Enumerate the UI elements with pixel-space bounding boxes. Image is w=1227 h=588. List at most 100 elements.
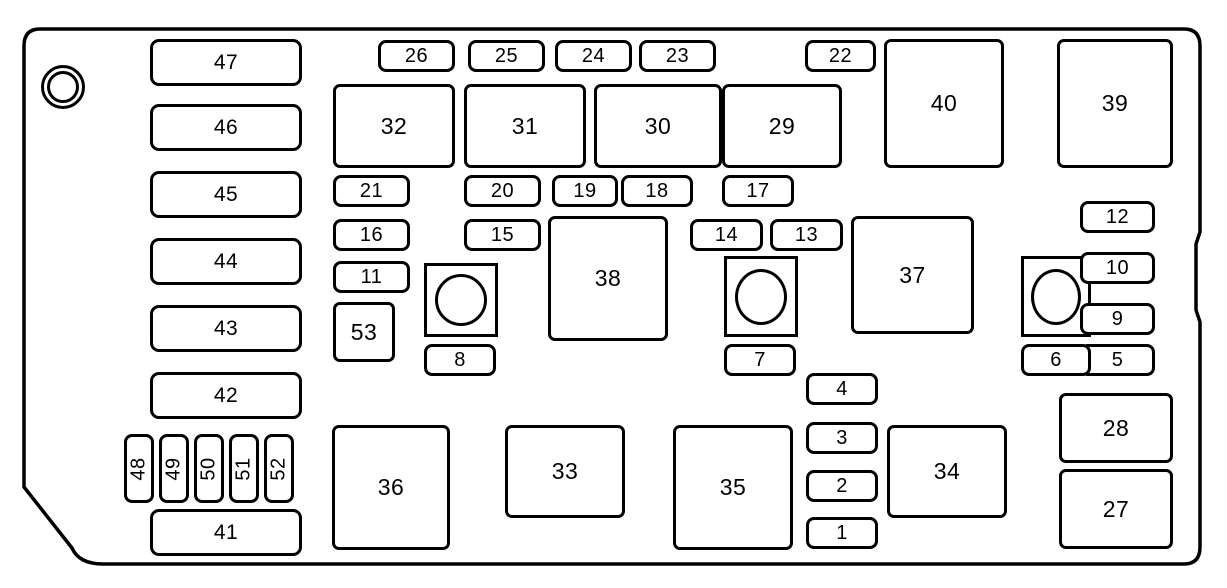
fuse-slot-label: 10 — [1105, 257, 1130, 279]
fuse-slot-20[interactable]: 20 — [464, 175, 541, 207]
fuse-slot-19[interactable]: 19 — [552, 175, 618, 207]
fuse-slot-label: 4 — [836, 378, 848, 400]
fuse-slot-31[interactable]: 31 — [464, 84, 586, 168]
fuse-slot-22[interactable]: 22 — [805, 40, 876, 72]
fuse-slot-43[interactable]: 43 — [150, 305, 302, 352]
fuse-slot-32[interactable]: 32 — [333, 84, 455, 168]
fuse-slot-23[interactable]: 23 — [639, 40, 716, 72]
fuse-slot-label: 13 — [794, 224, 819, 246]
fuse-slot-47[interactable]: 47 — [150, 39, 302, 86]
fuse-slot-label: 50 — [198, 456, 220, 481]
fuse-slot-16[interactable]: 16 — [333, 219, 410, 251]
fuse-slot-33[interactable]: 33 — [505, 425, 625, 518]
fuse-slot-label: 51 — [233, 456, 255, 481]
fuse-slot-14[interactable]: 14 — [690, 219, 763, 251]
fuse-slot-label: 28 — [1102, 414, 1130, 441]
fuse-slot-26[interactable]: 26 — [378, 40, 455, 72]
fuse-slot-label: 30 — [644, 112, 672, 139]
fuse-slot-46[interactable]: 46 — [150, 104, 302, 151]
fuse-slot-label: 17 — [746, 180, 770, 202]
fuse-slot-label: 49 — [163, 456, 185, 481]
fuse-slot-label: 37 — [899, 261, 926, 288]
fuse-slot-7[interactable]: 7 — [724, 344, 796, 376]
fuse-slot-45[interactable]: 45 — [150, 171, 302, 218]
fuse-slot-39[interactable]: 39 — [1057, 39, 1173, 168]
fuse-slot-17[interactable]: 17 — [722, 175, 794, 207]
fuse-slot-53[interactable]: 53 — [333, 302, 395, 362]
fuse-slot-42[interactable]: 42 — [150, 372, 302, 419]
fuse-slot-label: 33 — [551, 458, 579, 484]
fuse-slot-4[interactable]: 4 — [806, 373, 878, 405]
fuse-slot-8[interactable]: 8 — [424, 344, 496, 376]
fuse-slot-label: 32 — [380, 112, 408, 139]
fuse-slot-label: 31 — [511, 112, 539, 139]
fuse-slot-1[interactable]: 1 — [806, 517, 878, 549]
fuse-slot-label: 44 — [213, 250, 239, 273]
fuse-slot-3[interactable]: 3 — [806, 422, 878, 454]
fuse-slot-28[interactable]: 28 — [1059, 393, 1173, 463]
fuse-slot-41[interactable]: 41 — [150, 509, 302, 556]
mounting-bolt-hole-inner-ring — [47, 71, 79, 103]
fuse-slot-36[interactable]: 36 — [332, 425, 450, 550]
fuse-slot-label: 46 — [213, 116, 239, 139]
fuse-slot-11[interactable]: 11 — [333, 261, 410, 293]
fuse-slot-label: 45 — [213, 183, 239, 206]
fuse-slot-label: 11 — [360, 266, 383, 288]
relay-socket-right[interactable] — [1021, 256, 1091, 337]
fuse-slot-44[interactable]: 44 — [150, 238, 302, 285]
fuse-slot-49[interactable]: 49 — [159, 434, 189, 503]
fuse-slot-37[interactable]: 37 — [851, 216, 974, 334]
fuse-slot-label: 42 — [213, 384, 239, 407]
relay-socket-center[interactable] — [724, 256, 798, 337]
fuse-slot-label: 14 — [714, 224, 739, 246]
fuse-slot-label: 36 — [377, 474, 405, 500]
relay-socket-left[interactable] — [424, 263, 498, 337]
fuse-slot-2[interactable]: 2 — [806, 470, 878, 502]
fuse-slot-51[interactable]: 51 — [229, 434, 259, 503]
fuse-slot-label: 21 — [359, 180, 384, 202]
relay-circle-icon — [1031, 268, 1081, 325]
fuse-slot-5[interactable]: 5 — [1080, 344, 1155, 376]
fuse-slot-label: 18 — [645, 180, 669, 202]
relay-circle-icon — [435, 274, 487, 326]
fuse-slot-label: 20 — [490, 180, 515, 202]
fuse-slot-label: 27 — [1102, 495, 1130, 522]
fuse-slot-label: 7 — [754, 349, 766, 371]
fuse-slot-27[interactable]: 27 — [1059, 469, 1173, 549]
fuse-slot-10[interactable]: 10 — [1080, 252, 1155, 284]
fuse-slot-label: 8 — [454, 349, 466, 371]
fuse-slot-label: 5 — [1111, 349, 1124, 371]
fuse-slot-38[interactable]: 38 — [548, 216, 668, 341]
fuse-slot-34[interactable]: 34 — [887, 425, 1007, 518]
fuse-slot-29[interactable]: 29 — [722, 84, 842, 168]
fuse-slot-6[interactable]: 6 — [1021, 344, 1091, 376]
fuse-slot-12[interactable]: 12 — [1080, 201, 1155, 233]
fuse-slot-label: 34 — [933, 458, 961, 484]
fuse-slot-50[interactable]: 50 — [194, 434, 224, 503]
fuse-slot-24[interactable]: 24 — [555, 40, 632, 72]
fuse-slot-label: 39 — [1101, 90, 1129, 116]
fuse-slot-label: 1 — [836, 522, 848, 544]
fuse-slot-label: 9 — [1111, 308, 1124, 330]
fuse-slot-21[interactable]: 21 — [333, 175, 410, 207]
fuse-slot-40[interactable]: 40 — [884, 39, 1004, 168]
fuse-slot-label: 41 — [213, 521, 239, 544]
fuse-slot-label: 40 — [930, 90, 958, 116]
fuse-slot-35[interactable]: 35 — [673, 425, 793, 550]
fuse-slot-label: 16 — [359, 224, 384, 246]
fuse-slot-25[interactable]: 25 — [468, 40, 545, 72]
fuse-slot-label: 24 — [581, 45, 606, 67]
fuse-slot-label: 22 — [828, 45, 853, 67]
fuse-slot-label: 35 — [719, 474, 747, 500]
fuse-slot-52[interactable]: 52 — [264, 434, 294, 503]
fuse-slot-9[interactable]: 9 — [1080, 303, 1155, 335]
fuse-slot-30[interactable]: 30 — [594, 84, 722, 168]
fuse-slot-label: 15 — [490, 224, 515, 246]
fuse-slot-48[interactable]: 48 — [124, 434, 154, 503]
fuse-slot-label: 25 — [494, 45, 519, 67]
fuse-slot-label: 12 — [1105, 206, 1130, 228]
fuse-slot-13[interactable]: 13 — [770, 219, 843, 251]
fuse-slot-15[interactable]: 15 — [464, 219, 541, 251]
fuse-slot-18[interactable]: 18 — [621, 175, 693, 207]
